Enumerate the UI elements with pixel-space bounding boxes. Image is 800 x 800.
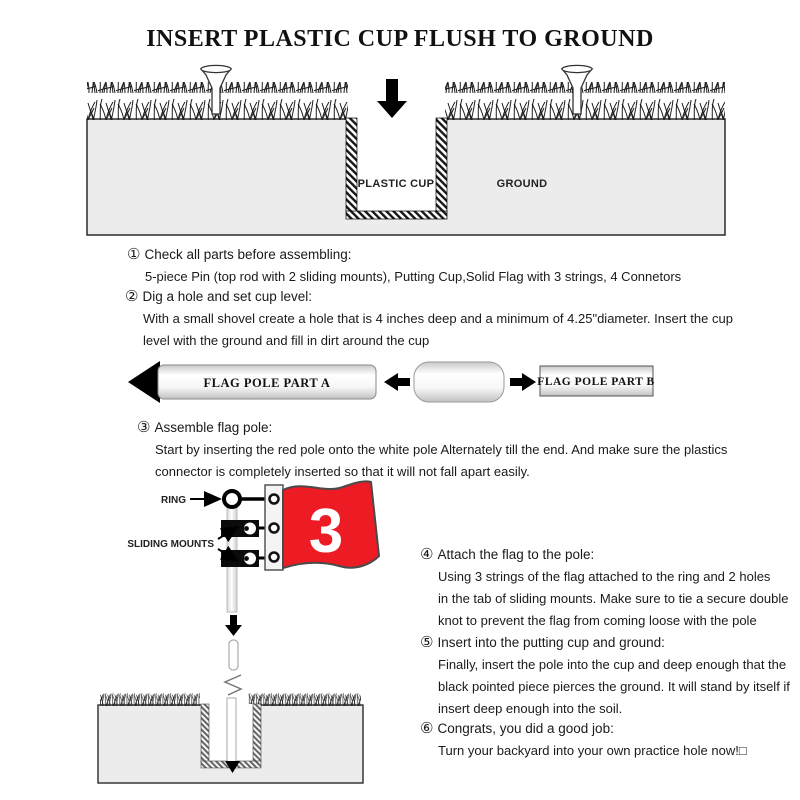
sliding-mount-upper <box>221 520 271 537</box>
step-6: ⑥ Congrats, you did a good job: Turn you… <box>420 717 790 762</box>
golf-tee-right <box>560 64 594 115</box>
flag-pole-part-b-label: FLAG POLE PART B <box>537 376 654 388</box>
step-6-heading: Congrats, you did a good job: <box>437 721 614 736</box>
flag-pole-lower <box>226 697 237 763</box>
insert-down-arrow-icon <box>377 79 407 118</box>
step-5: ⑤ Insert into the putting cup and ground… <box>420 631 790 720</box>
step-3-line: Start by inserting the red pole onto the… <box>155 442 728 457</box>
bottom-grass-right <box>248 691 361 706</box>
step-2: ② Dig a hole and set cup level: With a s… <box>125 285 733 352</box>
step-4-line: in the tab of sliding mounts. Make sure … <box>438 591 789 606</box>
sliding-mount-lower <box>221 550 271 567</box>
step-2-number: ② <box>125 287 139 305</box>
pole-connector <box>413 361 505 403</box>
cup-bottom <box>345 210 448 220</box>
step-5-line: black pointed piece pierces the ground. … <box>438 679 790 694</box>
step-4-line: Using 3 strings of the flag attached to … <box>438 569 771 584</box>
cup-hole <box>346 118 447 219</box>
arrow-right-icon <box>510 373 536 391</box>
step-3-heading: Assemble flag pole: <box>154 420 273 435</box>
ring-label: RING <box>161 495 186 506</box>
grommet <box>268 551 280 563</box>
step-5-number: ⑤ <box>420 633 434 651</box>
flag-pole-part-b <box>539 365 654 397</box>
step-3-line: connector is completely inserted so that… <box>155 464 530 479</box>
pole-black-tip <box>128 361 160 403</box>
step-2-heading: Dig a hole and set cup level: <box>142 289 313 304</box>
ground-label: GROUND <box>497 178 548 190</box>
plastic-cup-label: PLASTIC CUP <box>358 178 435 190</box>
grommet <box>268 522 280 534</box>
step-6-number: ⑥ <box>420 719 434 737</box>
step-4-heading: Attach the flag to the pole: <box>437 547 595 562</box>
grass-right <box>445 82 725 120</box>
pole-ground-tip <box>225 761 240 773</box>
flag-pole-part-a <box>157 364 377 400</box>
step-5-heading: Insert into the putting cup and ground: <box>437 635 665 650</box>
step-2-line: With a small shovel create a hole that i… <box>143 311 733 326</box>
step-3: ③ Assemble flag pole: Start by inserting… <box>137 416 727 483</box>
step-4-line: knot to prevent the flag from coming loo… <box>438 613 757 628</box>
pole-insert-arrow-icon <box>225 615 242 636</box>
bottom-grass-left <box>100 691 200 706</box>
golf-tee-left <box>199 64 233 115</box>
flag-pole-part-a-label: FLAG POLE PART A <box>204 376 331 390</box>
flag-assembly-diagram: 3 RING SLIDING MOUNTS <box>97 480 381 784</box>
step-1-number: ① <box>127 245 141 263</box>
step-1-heading: Check all parts before assembling: <box>144 247 352 262</box>
step-5-line: Finally, insert the pole into the cup an… <box>438 657 787 672</box>
step-4-number: ④ <box>420 545 434 563</box>
mounts-callout-arrow-icon <box>217 525 240 543</box>
sliding-mounts-label: SLIDING MOUNTS <box>127 539 214 550</box>
ring <box>222 489 242 509</box>
step-5-line: insert deep enough into the soil. <box>438 701 623 716</box>
bottom-cup-wall-left <box>200 703 210 763</box>
arrow-left-icon <box>384 373 410 391</box>
step-3-number: ③ <box>137 418 151 436</box>
cup-wall-right <box>435 117 448 213</box>
flag <box>282 480 381 570</box>
top-cross-section-diagram: PLASTIC CUP GROUND <box>86 64 726 236</box>
grommet <box>268 493 280 505</box>
step-1-line: 5-piece Pin (top rod with 2 sliding moun… <box>145 269 682 284</box>
step-1: ① Check all parts before assembling: 5-p… <box>127 243 681 288</box>
step-2-line: level with the ground and fill in dirt a… <box>143 333 430 348</box>
pole-segment <box>228 639 239 671</box>
page-title: INSERT PLASTIC CUP FLUSH TO GROUND <box>146 26 654 52</box>
cup-wall-left <box>345 117 358 213</box>
step-6-line: Turn your backyard into your own practic… <box>438 743 747 758</box>
mounts-callout-arrow-icon <box>217 545 240 563</box>
pole-assembly-diagram: FLAG POLE PART A FLAG POLE PART B <box>128 361 654 403</box>
flag-number: 3 <box>309 497 343 566</box>
bottom-cup-wall-right <box>252 703 262 763</box>
step-4: ④ Attach the flag to the pole: Using 3 s… <box>420 543 790 632</box>
break-symbol <box>223 674 243 696</box>
